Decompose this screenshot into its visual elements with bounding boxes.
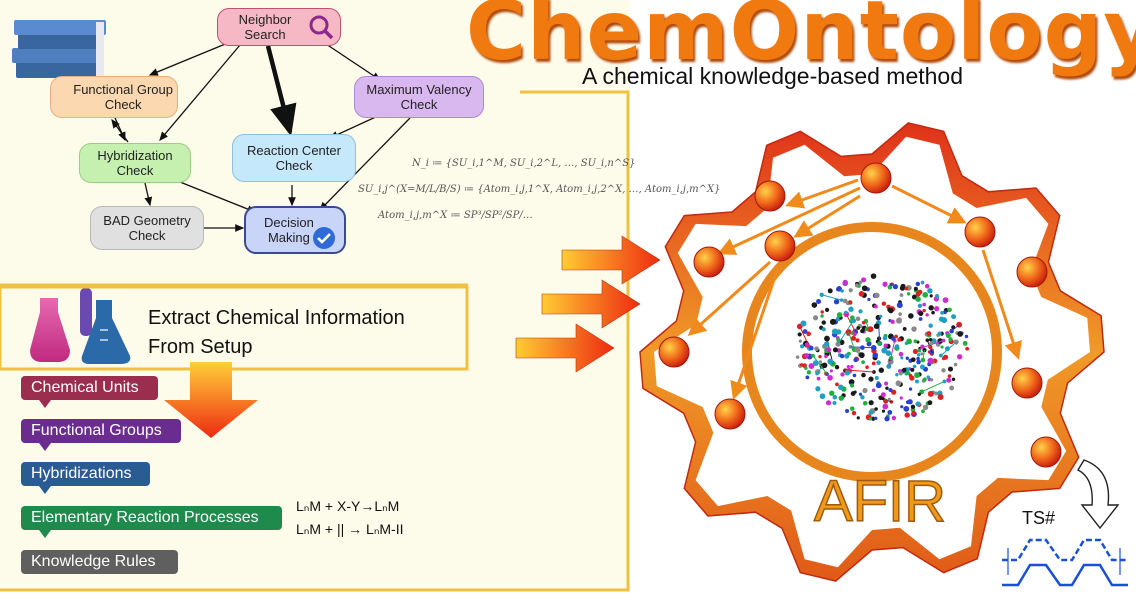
books-icon: [12, 20, 106, 94]
extract-text: Extract Chemical Information From Setup: [148, 307, 405, 358]
hierarchy-hybridizations: Hybridizations: [21, 462, 150, 486]
afir-label: AFIR: [813, 469, 947, 535]
node-functional-group-check: Functional Group Check: [50, 76, 178, 118]
hybridization-label: Hybridization Check: [97, 148, 173, 178]
input-arrows: [515, 235, 661, 373]
decision-label: Decision Making: [264, 215, 314, 245]
checkmark-icon: [313, 227, 335, 249]
hierarchy-tip-1: [39, 443, 51, 451]
node-maximum-valency-check: Maximum Valency Check: [354, 76, 484, 118]
node-decision-making: Decision Making: [244, 206, 346, 254]
hierarchy-tip-3: [39, 530, 51, 538]
hierarchy-elementary-reaction-processes: Elementary Reaction Processes: [21, 506, 282, 530]
maximum-valency-label: Maximum Valency Check: [366, 82, 472, 112]
gear-arrows: [687, 178, 1022, 400]
ts-profile: [1002, 538, 1128, 587]
search-icon: [309, 15, 334, 40]
reaction-center-label: Reaction Center Check: [247, 143, 341, 173]
hierarchy-knowledge-rules: Knowledge Rules: [21, 550, 178, 574]
workflow-edges: [111, 39, 411, 232]
output-arrow: [1077, 459, 1120, 530]
formula-1: N_i ≔ {SU_i,1^M, SU_i,2^L, …, SU_i,n^S}: [412, 158, 636, 169]
node-neighbor-search: Neighbor Search: [217, 8, 341, 46]
flask-icon: [30, 288, 131, 364]
reaction-line-2: LₙM + || → LₙM-II: [296, 521, 404, 537]
hierarchy-functional-groups: Functional Groups: [21, 419, 181, 443]
reaction-balls: [658, 162, 1062, 468]
app-title: ChemOntology: [466, 0, 1136, 79]
down-arrow: [164, 362, 258, 438]
neighbor-search-label: Neighbor Search: [238, 12, 292, 42]
formula-3: Atom_i,j,m^X ≔ SP³/SP²/SP/…: [378, 210, 533, 221]
functional-group-label: Functional Group Check: [73, 82, 173, 112]
panel-frame: [0, 90, 630, 592]
node-reaction-center-check: Reaction Center Check: [232, 134, 356, 182]
ts-label: TS#: [1022, 508, 1056, 528]
hierarchy-chemical-units: Chemical Units: [21, 376, 158, 400]
node-bad-geometry-check: BAD Geometry Check: [90, 206, 204, 250]
bad-geometry-label: BAD Geometry Check: [103, 213, 191, 243]
reaction-line-1: LₙM + X-Y→LₙM: [296, 498, 400, 514]
formula-2: SU_i,j^(X=M/L/B/S) ≔ {Atom_i,j,1^X, Atom…: [358, 184, 721, 195]
hierarchy-tip-0: [39, 400, 51, 408]
extract-box: [0, 285, 469, 371]
hierarchy-tip-2: [39, 486, 51, 494]
molecule-cloud: [795, 273, 970, 422]
subtitle: A chemical knowledge-based method: [582, 63, 964, 89]
node-hybridization-check: Hybridization Check: [79, 143, 191, 183]
